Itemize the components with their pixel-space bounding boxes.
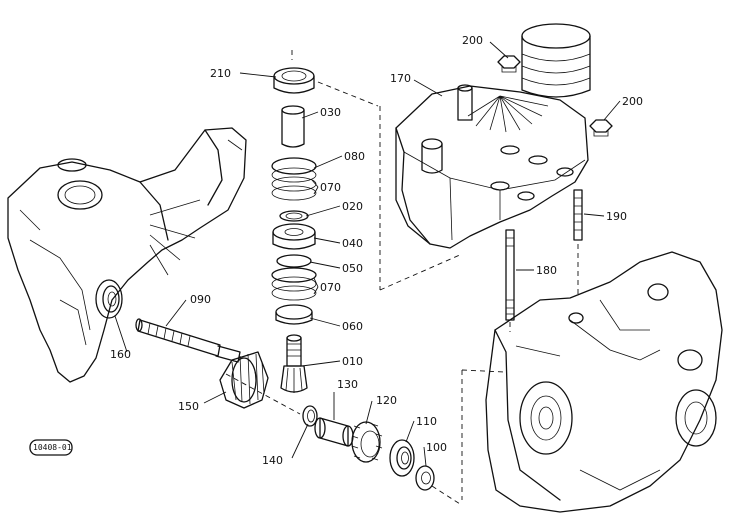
assembly-guide-lines [225, 50, 579, 505]
label-100: 100 [426, 441, 447, 454]
leader-lines [114, 41, 621, 467]
oil-seal-160 [95, 279, 123, 319]
label-150: 150 [178, 400, 199, 413]
splined-shaft-090 [135, 318, 241, 363]
label-010: 010 [342, 355, 363, 368]
bevel-gear-150 [219, 351, 269, 409]
right-transmission-case [485, 251, 723, 513]
label-110: 110 [416, 415, 437, 428]
label-170: 170 [390, 72, 411, 85]
label-060: 060 [342, 320, 363, 333]
lower-gear-parts [302, 405, 435, 491]
pump-unit-170 [395, 23, 591, 249]
label-050: 050 [342, 262, 363, 275]
label-120: 120 [376, 394, 397, 407]
center-parts-stack [271, 67, 317, 393]
nuts-200 [497, 55, 613, 137]
drawing-id-text: 10408-01 [33, 443, 72, 452]
studs-190-180 [505, 189, 583, 321]
label-070-lower: 070 [320, 281, 341, 294]
label-080: 080 [344, 150, 365, 163]
label-070-upper: 070 [320, 181, 341, 194]
label-140: 140 [262, 454, 283, 467]
left-axle-housing [7, 127, 247, 383]
label-200-right: 200 [622, 95, 643, 108]
label-190: 190 [606, 210, 627, 223]
label-180: 180 [536, 264, 557, 277]
label-200-top: 200 [462, 34, 483, 47]
drawing-reference-badge: 10408-01 [29, 439, 73, 456]
label-210: 210 [210, 67, 231, 80]
label-160: 160 [110, 348, 131, 361]
part-labels: 210 030 080 070 020 040 050 070 060 010 … [110, 34, 643, 467]
label-130: 130 [337, 378, 358, 391]
label-040: 040 [342, 237, 363, 250]
label-020: 020 [342, 200, 363, 213]
label-090: 090 [190, 293, 211, 306]
label-030: 030 [320, 106, 341, 119]
